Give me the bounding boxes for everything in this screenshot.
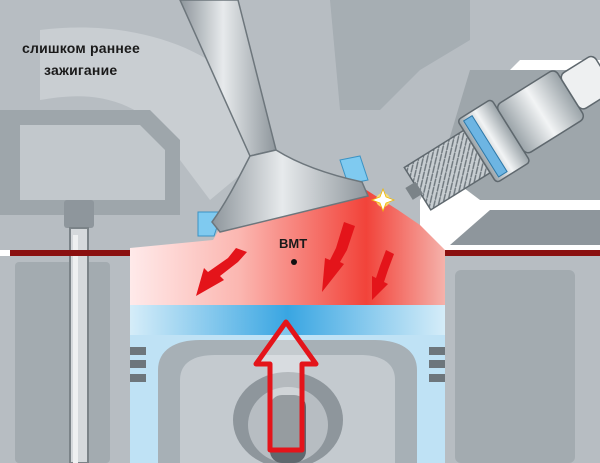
pressure-arrow-3 (372, 250, 394, 300)
head-gasket-right (445, 250, 600, 256)
valve-seat-right (339, 155, 369, 185)
tdc-point (291, 259, 297, 265)
head-bolt-shank (69, 227, 89, 463)
ring-groove-right-3 (429, 374, 445, 382)
ring-groove-left-1 (130, 347, 146, 355)
piston-icon (130, 305, 445, 463)
ring-groove-right-1 (429, 347, 445, 355)
upward-force-arrow-icon (253, 319, 319, 453)
intake-valve-icon (179, 0, 370, 233)
caption-line-1: слишком раннее (22, 40, 141, 56)
head-gasket-left (10, 250, 130, 256)
water-jacket-right (455, 270, 575, 463)
head-upper-cavity (330, 0, 470, 110)
water-jacket-left (15, 262, 110, 463)
spark-plug-icon (403, 55, 600, 211)
pressure-arrow-2 (322, 222, 355, 292)
caption-line-2: зажигание (44, 62, 118, 78)
head-lower-right (450, 210, 600, 245)
ring-groove-right-2 (429, 360, 445, 368)
connecting-rod (270, 395, 306, 463)
head-bolt-highlight (73, 235, 78, 463)
spark-flash-icon (370, 187, 396, 213)
pressure-arrow-1 (196, 248, 247, 296)
tdc-label: ВМТ (279, 236, 308, 251)
ring-groove-left-2 (130, 360, 146, 368)
pressure-arrows (196, 222, 394, 300)
coolant-cavity-left-inner (20, 125, 165, 200)
head-bolt-top (64, 200, 94, 228)
ring-groove-left-3 (130, 374, 146, 382)
